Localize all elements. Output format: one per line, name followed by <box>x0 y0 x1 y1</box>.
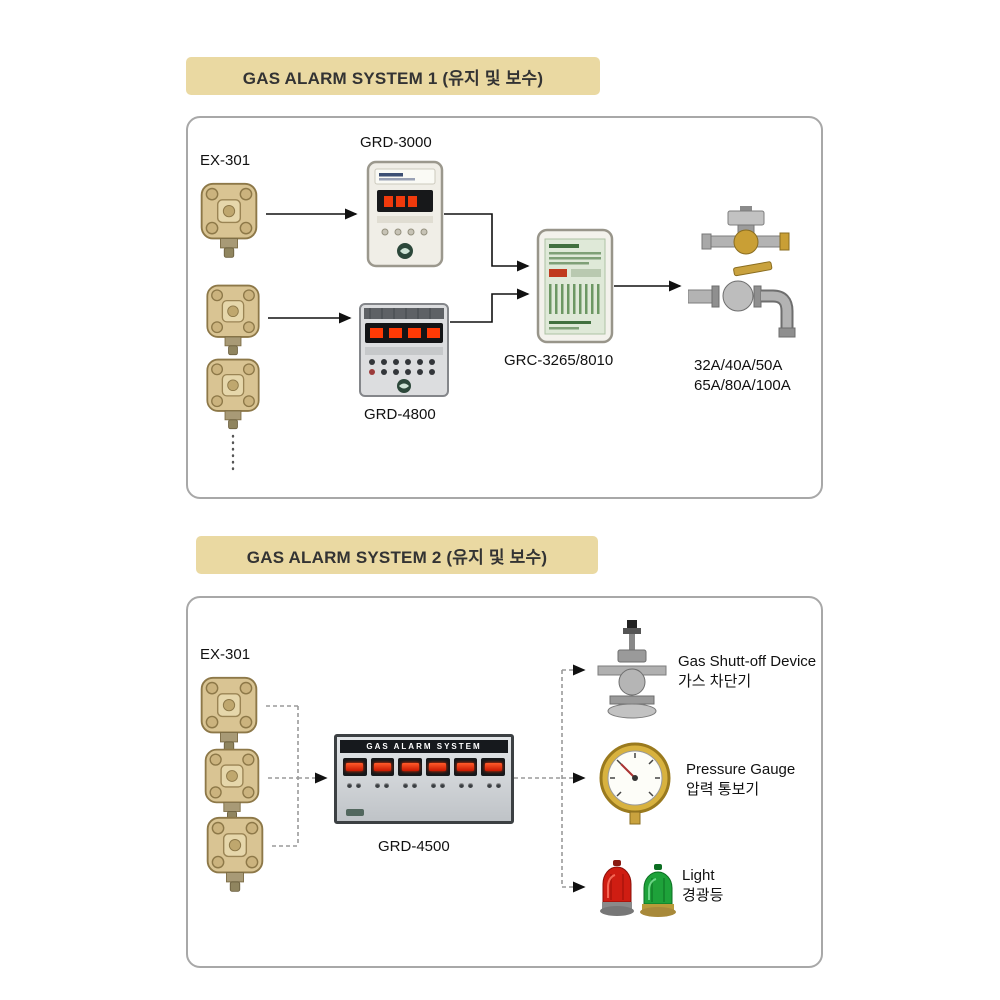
gas-shutoff-icon <box>597 620 667 719</box>
grd4800-icon <box>359 303 449 397</box>
grd3000-icon <box>366 160 444 268</box>
grc-label: GRC-3265/8010 <box>504 352 614 369</box>
valve-assembly-icon <box>687 206 796 338</box>
system1-title: GAS ALARM SYSTEM 1 (유지 및 보수) <box>242 68 544 88</box>
gas-detector-icon <box>200 676 258 752</box>
grd4500-panel: GAS ALARM SYSTEM <box>334 734 514 824</box>
grd4800-label: GRD-4800 <box>364 406 436 423</box>
gas-detector-icon <box>206 284 260 356</box>
output-light-ko: 경광등 <box>682 887 724 904</box>
led-window <box>481 758 506 776</box>
system2-detector-label: EX-301 <box>200 646 251 663</box>
led-window <box>398 758 423 776</box>
valve-sizes-line2: 65A/80A/100A <box>694 377 791 394</box>
led-window <box>370 758 395 776</box>
system1-detector-label: EX-301 <box>200 152 251 169</box>
valve-sizes-line1: 32A/40A/50A <box>694 357 783 374</box>
gas-detector-6 <box>202 814 268 897</box>
system1-banner: GAS ALARM SYSTEM 1 (유지 및 보수) <box>186 57 600 95</box>
grd4500-panel-title: GAS ALARM SYSTEM <box>340 740 508 753</box>
output-shutoff-text: Gas Shutt-off Device 가스 차단기 <box>678 652 816 692</box>
system2-box: EX-301 <box>186 596 823 968</box>
system2-banner: GAS ALARM SYSTEM 2 (유지 및 보수) <box>196 536 598 574</box>
grd4500-led-row <box>340 758 508 776</box>
shutoff-valves <box>687 206 803 351</box>
output-shutoff-en: Gas Shutt-off Device <box>678 653 817 670</box>
system1-box: EX-301 <box>186 116 823 499</box>
output-gauge-ko: 압력 통보기 <box>686 781 760 798</box>
gas-detector-icon <box>206 816 264 892</box>
warning-lights <box>594 850 680 924</box>
output-light-en: Light <box>682 867 715 884</box>
grd4500-label: GRD-4500 <box>378 838 450 855</box>
led-window <box>426 758 450 776</box>
output-shutoff-ko: 가스 차단기 <box>678 673 752 690</box>
grd3000-controller <box>366 160 444 268</box>
output-light-text: Light 경광등 <box>682 866 723 906</box>
gas-detector-2 <box>202 282 264 360</box>
gas-detector-4 <box>196 674 262 757</box>
grc-receiver <box>536 228 614 344</box>
grd4800-controller <box>358 300 450 400</box>
gas-detector-icon <box>206 358 260 430</box>
gas-shutoff-device <box>590 620 672 720</box>
gas-detector-icon <box>200 182 258 258</box>
led-window <box>453 758 478 776</box>
pressure-gauge <box>598 740 672 826</box>
system2-title: GAS ALARM SYSTEM 2 (유지 및 보수) <box>246 547 548 567</box>
grc-icon <box>536 228 614 344</box>
gas-detector-1 <box>196 180 262 263</box>
output-gauge-en: Pressure Gauge <box>686 761 796 778</box>
grd4500-button-row <box>340 776 508 788</box>
grd3000-label: GRD-3000 <box>360 134 432 151</box>
pressure-gauge-icon <box>599 742 671 825</box>
led-window <box>343 758 367 776</box>
grd4500-logo <box>346 809 364 816</box>
valve-sizes: 32A/40A/50A 65A/80A/100A <box>694 356 791 396</box>
output-gauge-text: Pressure Gauge 압력 통보기 <box>686 760 795 800</box>
gas-detector-3 <box>202 356 264 434</box>
warning-lights-icon <box>600 860 676 917</box>
